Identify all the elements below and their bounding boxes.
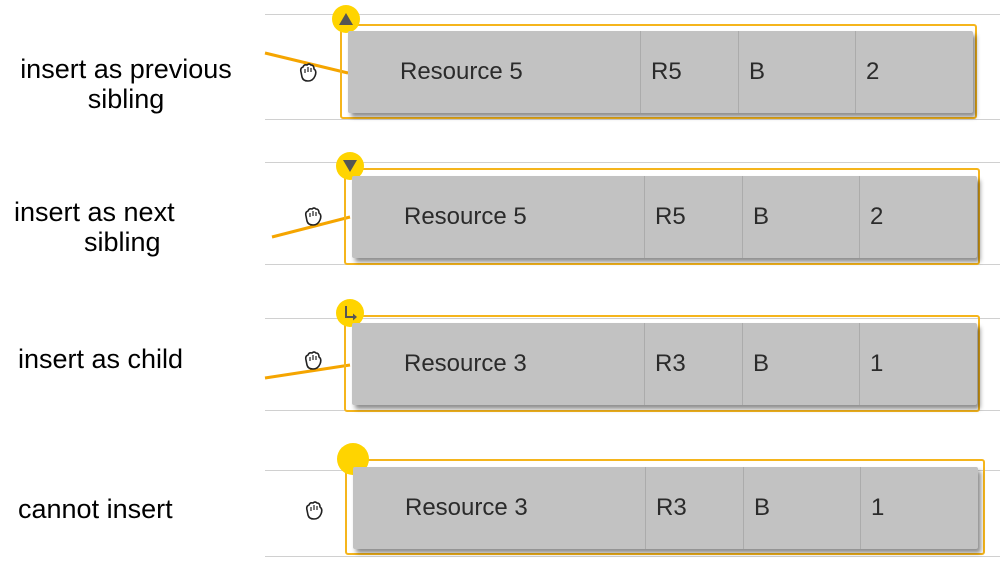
connector-line xyxy=(264,363,351,380)
resource-row-dragged[interactable]: Resource 3 R3 B 1 xyxy=(352,323,977,405)
grab-hand-icon xyxy=(299,63,317,82)
resource-name-cell: Resource 3 xyxy=(352,323,645,405)
caption-line-1: insert as next xyxy=(14,197,175,227)
caption-insert-next-sibling: insert as next sibling xyxy=(14,197,244,257)
connector-line xyxy=(271,215,351,239)
grab-hand-icon xyxy=(305,501,323,520)
grid-line xyxy=(265,162,1000,163)
grab-hand-icon xyxy=(304,207,322,226)
resource-group-cell: B xyxy=(739,31,856,113)
drop-target-frame xyxy=(344,168,980,265)
grid-line xyxy=(265,14,1000,15)
resource-code-cell: R5 xyxy=(641,31,739,113)
arrow-down-icon xyxy=(336,152,364,180)
resource-row-dragged[interactable]: Resource 3 R3 B 1 xyxy=(353,467,978,549)
drop-target-frame xyxy=(340,24,977,119)
resource-group-cell: B xyxy=(743,323,860,405)
grid-line xyxy=(265,119,1000,120)
resource-level-cell: 1 xyxy=(870,350,884,377)
caption-insert-as-child: insert as child xyxy=(18,344,184,374)
arrow-up-icon xyxy=(332,5,360,33)
grid-line xyxy=(265,318,1000,319)
resource-code-cell: R3 xyxy=(646,467,744,549)
caption-insert-previous-sibling: insert as previous sibling xyxy=(10,54,242,114)
connector-line xyxy=(264,51,349,75)
caption-line-1: insert as previous xyxy=(20,54,232,84)
drop-target-frame xyxy=(344,315,980,412)
child-arrow-icon xyxy=(336,299,364,327)
resource-level-cell: 2 xyxy=(870,203,884,230)
resource-group-cell: B xyxy=(743,176,860,258)
resource-level-cell: 1 xyxy=(871,494,885,521)
resource-name-cell: Resource 5 xyxy=(352,176,645,258)
grid-line xyxy=(265,556,1000,557)
resource-name-cell: Resource 5 xyxy=(348,31,641,113)
resource-group-cell: B xyxy=(744,467,861,549)
resource-row-dragged[interactable]: Resource 5 R5 B 2 xyxy=(352,176,977,258)
resource-level-cell: 2 xyxy=(866,58,880,85)
resource-name-cell: Resource 3 xyxy=(353,467,646,549)
caption-line-2: sibling xyxy=(84,227,161,257)
resource-code-cell: R3 xyxy=(645,323,743,405)
grab-hand-icon xyxy=(304,351,322,370)
resource-row-dragged[interactable]: Resource 5 R5 B 2 xyxy=(348,31,973,113)
drop-target-frame xyxy=(345,459,985,555)
resource-code-cell: R5 xyxy=(645,176,743,258)
caption-cannot-insert: cannot insert xyxy=(18,494,173,524)
caption-line-2: sibling xyxy=(87,84,165,114)
